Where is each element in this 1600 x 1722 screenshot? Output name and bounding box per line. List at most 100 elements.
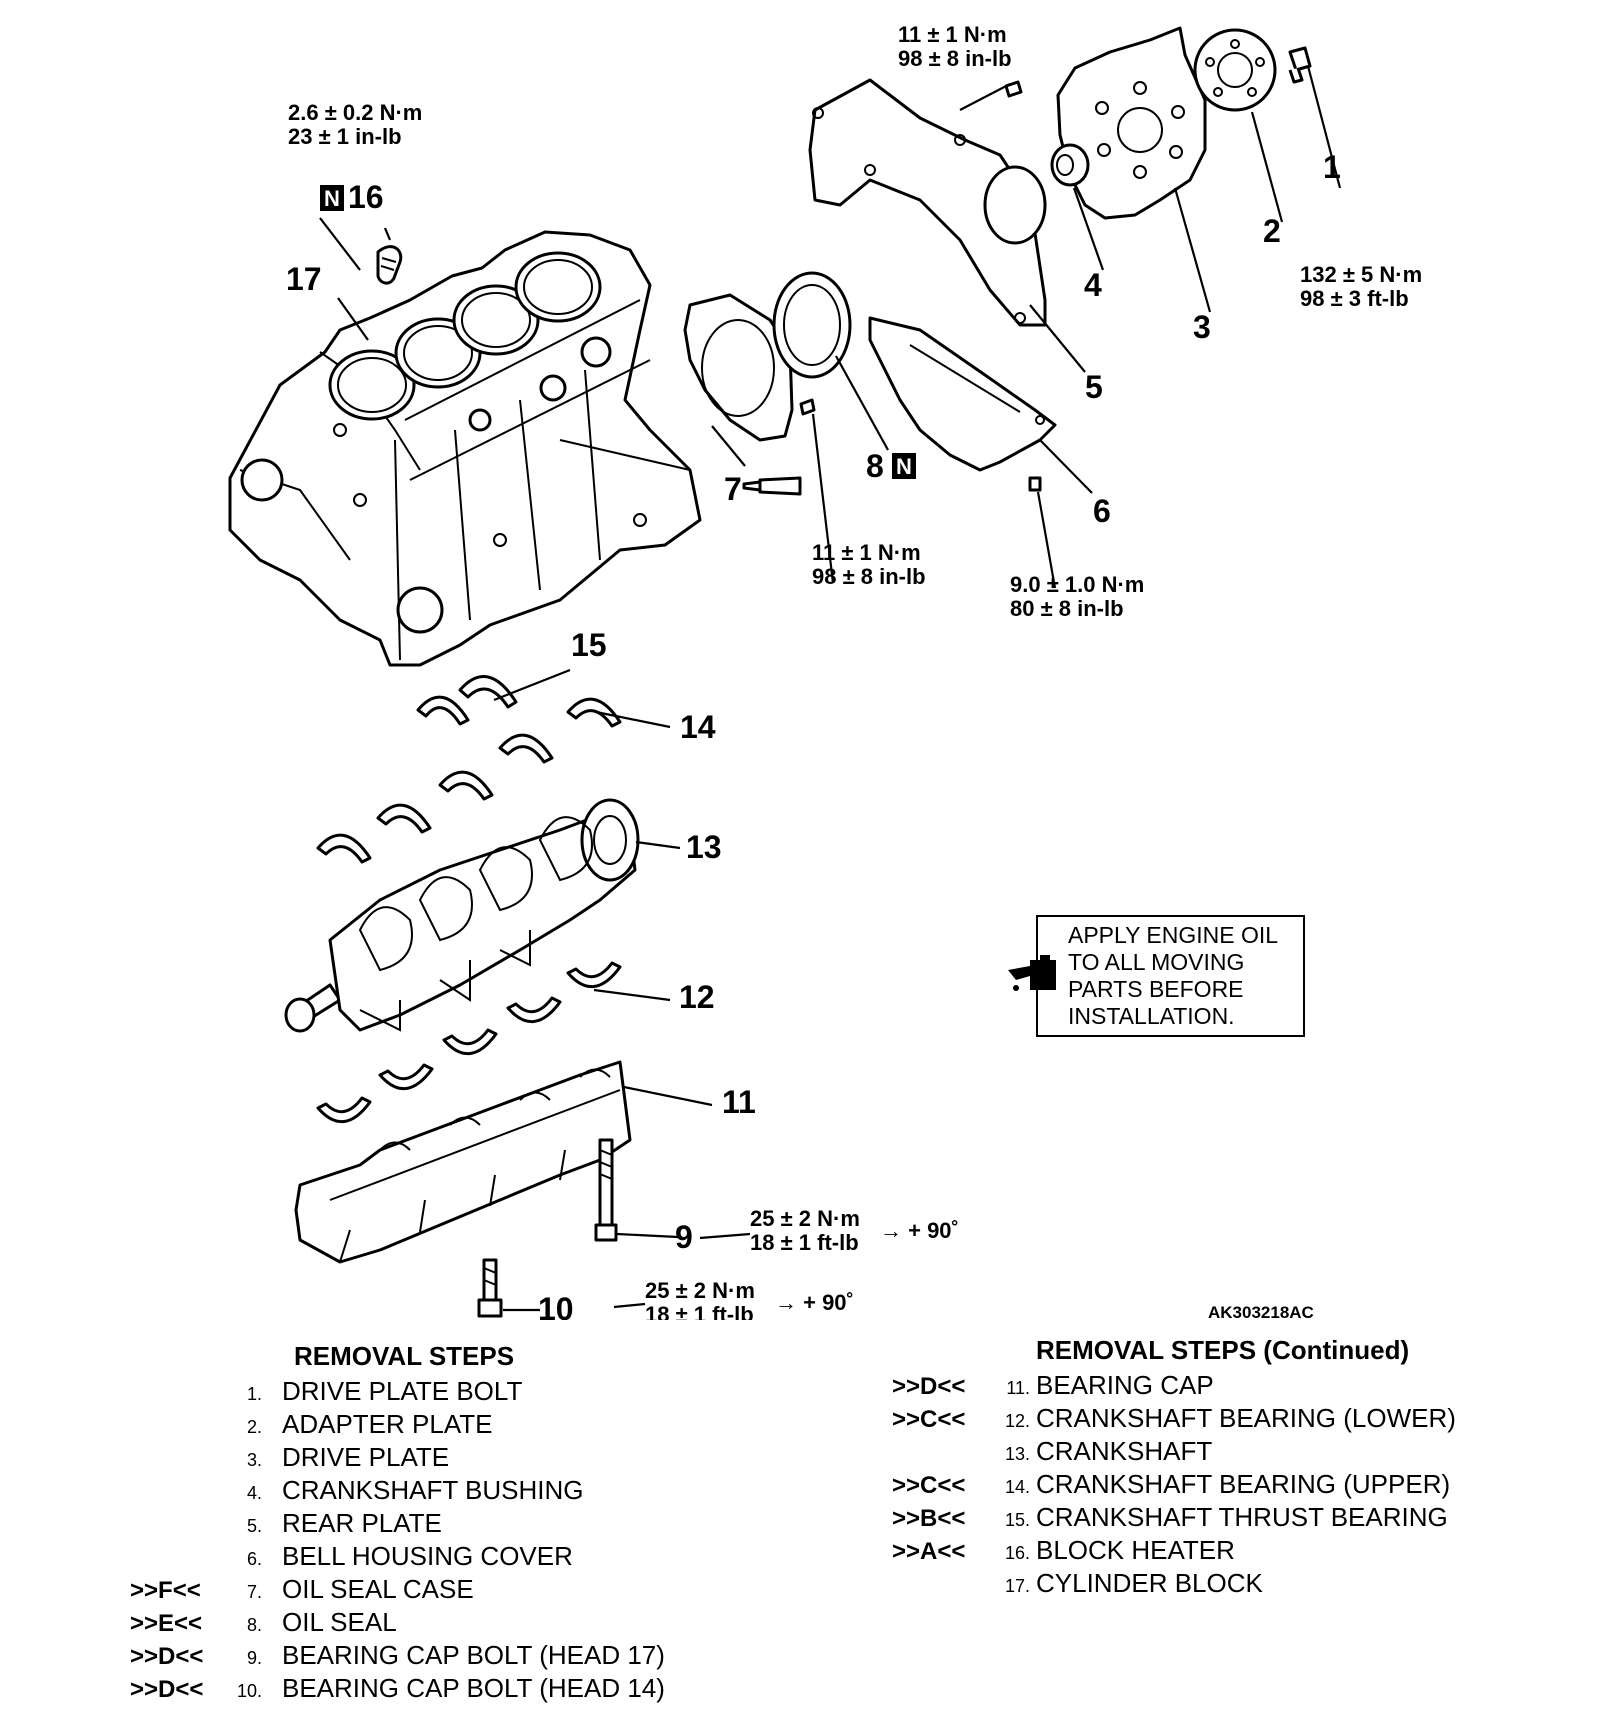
torque-9-nm: 25 ± 2 N·m (750, 1206, 860, 1231)
note-line-3: PARTS BEFORE (1068, 976, 1244, 1002)
step-number: 6. (246, 1549, 262, 1569)
step-name: BLOCK HEATER (1036, 1535, 1235, 1565)
torque-10-angle: → + 90˚ (775, 1290, 854, 1315)
callout-10: 10 (538, 1291, 574, 1320)
callout-2: 2 (1263, 213, 1281, 249)
list-item: 4.CRANKSHAFT BUSHING (130, 1474, 665, 1507)
callout-17: 17 (286, 261, 322, 297)
engine-oil-note: APPLY ENGINE OIL TO ALL MOVING PARTS BEF… (1008, 915, 1305, 1037)
new-part-mark-16: N (324, 186, 340, 211)
callout-7: 7 (724, 471, 742, 507)
removal-steps-continued-list: REMOVAL STEPS (Continued) >>D<<11.BEARIN… (892, 1334, 1456, 1600)
rear-plate-drawing (808, 78, 1047, 327)
list-item: >>F<<7.OIL SEAL CASE (130, 1573, 665, 1606)
step-name: BEARING CAP (1036, 1370, 1214, 1400)
step-number: 17. (1004, 1576, 1030, 1596)
oil-seal-drawing (772, 271, 852, 379)
callout-12: 12 (679, 979, 715, 1015)
callout-11: 11 (722, 1084, 756, 1120)
step-number: 15. (1004, 1510, 1030, 1530)
new-part-marks: N N (320, 185, 916, 479)
step-name: CRANKSHAFT BUSHING (282, 1475, 584, 1505)
list-item: >>D<< 9. BEARING CAP BOLT (HEAD 17) (130, 1639, 665, 1672)
list-item: >>E<< 8. OIL SEAL (130, 1606, 665, 1639)
step-number: 8. (246, 1615, 262, 1635)
list-item: 2.ADAPTER PLATE (130, 1408, 665, 1441)
exploded-parts-diagram: 1 2 3 4 5 6 7 8 9 10 11 12 13 14 15 16 1… (228, 22, 1422, 1320)
torque-9-imp: 18 ± 1 ft-lb (750, 1230, 859, 1255)
callout-13: 13 (686, 829, 722, 865)
step-name: OIL SEAL (282, 1607, 397, 1637)
step-name: REAR PLATE (282, 1508, 442, 1538)
step-number: 1. (246, 1384, 262, 1404)
torque-16-imp: 23 ± 1 in-lb (288, 124, 402, 149)
crankshaft-bushing-drawing (1050, 143, 1090, 187)
step-name: DRIVE PLATE BOLT (282, 1376, 523, 1406)
new-part-mark-8: N (896, 454, 912, 479)
torque-7-nm: 11 ± 1 N·m (812, 540, 921, 565)
callout-1: 1 (1323, 149, 1341, 185)
step-code: >>F<< (130, 1577, 201, 1604)
leader-lines (319, 65, 1342, 1312)
step-name: CRANKSHAFT BEARING (UPPER) (1036, 1469, 1451, 1499)
list-item: 13.CRANKSHAFT (892, 1435, 1456, 1468)
step-name: CRANKSHAFT BEARING (LOWER) (1036, 1403, 1456, 1433)
torque-6-imp: 80 ± 8 in-lb (1010, 596, 1124, 621)
torque-6-nm: 9.0 ± 1.0 N·m (1010, 572, 1144, 597)
step-number: 9. (246, 1648, 262, 1668)
bearing-cap-drawing (294, 1060, 632, 1264)
torque-9-angle: → + 90˚ (880, 1218, 959, 1243)
step-code: >>C<< (892, 1406, 966, 1433)
drive-plate-bolt-drawing (1288, 46, 1312, 84)
callout-15: 15 (571, 627, 607, 663)
removal-steps-continued-rows: >>D<< 11. BEARING CAP >>C<< 12. CRANKSHAFT BE… (892, 1369, 1456, 1600)
step-number: 14. (1004, 1477, 1030, 1497)
step-code: >>C<< (892, 1472, 966, 1499)
step-number: 13. (1004, 1444, 1030, 1464)
callout-6: 6 (1093, 493, 1111, 529)
callout-4: 4 (1084, 267, 1102, 303)
callout-8: 8 (866, 448, 884, 484)
cylinder-block-drawing (228, 230, 702, 667)
note-line-4: INSTALLATION. (1068, 1003, 1235, 1029)
step-number: 5. (246, 1516, 262, 1536)
list-item: >>D<<10.BEARING CAP BOLT (HEAD 14) (130, 1672, 665, 1705)
callout-5: 5 (1085, 369, 1103, 405)
step-code: >>D<< (130, 1643, 204, 1670)
block-heater-drawing (376, 245, 403, 285)
note-line-1: APPLY ENGINE OIL (1068, 922, 1278, 948)
callout-numbers: 1 2 3 4 5 6 7 8 9 10 11 12 13 14 15 16 1… (286, 149, 1341, 1320)
oil-can-icon (1008, 955, 1056, 991)
step-code: >>E<< (130, 1610, 203, 1637)
list-item: 17. CYLINDER BLOCK (892, 1567, 1456, 1600)
torque-specs: 132 ± 5 N·m 98 ± 3 ft-lb 11 ± 1 N·m 98 ±… (288, 22, 1422, 1320)
bearing-shells-drawing (316, 675, 622, 1124)
removal-steps-title: REMOVAL STEPS (294, 1341, 515, 1371)
callout-16: 16 (348, 179, 384, 215)
torque-10-imp: 18 ± 1 ft-lb (645, 1302, 754, 1320)
figure-code: AK303218AC (1208, 1303, 1314, 1320)
list-item: >>B<<15.CRANKSHAFT THRUST BEARING (892, 1501, 1456, 1534)
step-name: BEARING CAP BOLT (HEAD 14) (282, 1673, 665, 1703)
list-item: 6. BELL HOUSING COVER (130, 1540, 665, 1573)
list-item: >>C<< 14. CRANKSHAFT BEARING (UPPER) (892, 1468, 1456, 1501)
callout-9: 9 (675, 1219, 693, 1255)
step-number: 16. (1004, 1543, 1030, 1563)
torque-1-imp: 98 ± 3 ft-lb (1300, 286, 1409, 311)
step-name: BEARING CAP BOLT (HEAD 17) (282, 1640, 665, 1670)
torque-10-nm: 25 ± 2 N·m (645, 1278, 755, 1303)
list-item: 1. DRIVE PLATE BOLT (130, 1375, 665, 1408)
step-number: 11. (1006, 1378, 1030, 1398)
list-item: >>D<< 11. BEARING CAP (892, 1369, 1456, 1402)
step-number: 12. (1004, 1411, 1030, 1431)
step-code: >>D<< (892, 1373, 966, 1400)
step-name: BELL HOUSING COVER (282, 1541, 573, 1571)
step-name: CYLINDER BLOCK (1036, 1568, 1263, 1598)
step-number: 10. (236, 1681, 262, 1701)
step-number: 2. (246, 1417, 262, 1437)
torque-16-nm: 2.6 ± 0.2 N·m (288, 100, 422, 125)
step-name: CRANKSHAFT THRUST BEARING (1036, 1502, 1448, 1532)
bearing-cap-bolts-drawing (477, 1138, 618, 1318)
list-item: >>A<<16.BLOCK HEATER (892, 1534, 1456, 1567)
